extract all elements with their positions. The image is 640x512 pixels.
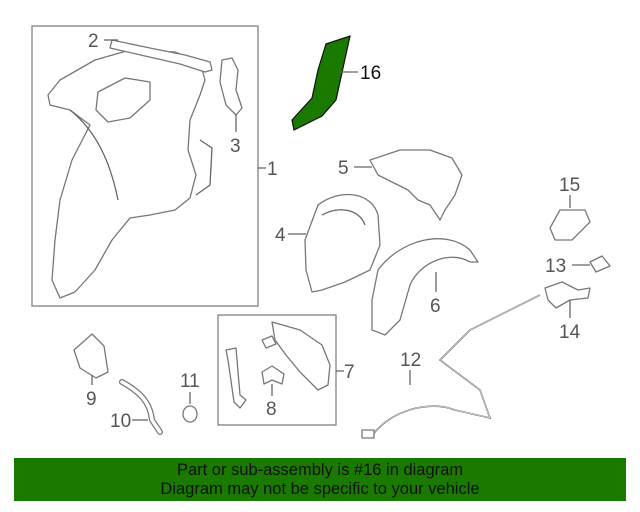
- drain-hose-part[interactable]: [119, 379, 163, 435]
- callout-15: 15: [559, 175, 580, 196]
- parts-diagram: 1 2 3 16 5 4 6 7 8: [31, 25, 611, 439]
- banner-line-2: Diagram may not be specific to your vehi…: [160, 480, 480, 498]
- callout-7: 7: [344, 362, 355, 383]
- actuator-part[interactable]: [549, 209, 591, 241]
- fuel-door-part[interactable]: [225, 321, 331, 409]
- clip-part-8[interactable]: [261, 365, 285, 385]
- callout-8: 8: [266, 399, 277, 420]
- callout-16: 16: [360, 63, 381, 84]
- roof-rail-part[interactable]: [109, 39, 213, 73]
- callout-5: 5: [338, 158, 349, 179]
- callout-4: 4: [275, 225, 286, 246]
- cable-bracket-part[interactable]: [544, 281, 591, 309]
- grommet-part[interactable]: [182, 405, 198, 423]
- callout-11: 11: [180, 371, 200, 392]
- inner-wheel-liner-part[interactable]: [304, 193, 381, 293]
- callout-3: 3: [230, 136, 241, 157]
- clip-part-13[interactable]: [589, 255, 611, 273]
- quarter-panel-group-box: [31, 25, 259, 307]
- callout-6: 6: [430, 296, 441, 317]
- release-cable-part[interactable]: [361, 294, 541, 439]
- callout-2: 2: [88, 31, 99, 52]
- callout-14: 14: [559, 322, 581, 343]
- outer-wheel-liner-part[interactable]: [371, 238, 479, 336]
- banner-line-1: Part or sub-assembly is #16 in diagram: [176, 461, 464, 479]
- upper-wheelhouse-part[interactable]: [369, 149, 463, 221]
- fuel-housing-part[interactable]: [73, 333, 109, 379]
- fuel-door-group-box: [217, 314, 337, 426]
- info-banner: Part or sub-assembly is #16 in diagram D…: [14, 458, 626, 501]
- callout-10: 10: [110, 411, 131, 432]
- pillar-bracket-part[interactable]: [219, 57, 243, 116]
- part-16-highlighted[interactable]: [291, 35, 351, 131]
- callout-13: 13: [545, 256, 566, 277]
- callout-1: 1: [267, 159, 278, 180]
- quarter-panel-part[interactable]: [47, 49, 213, 299]
- callout-12: 12: [400, 350, 421, 371]
- callout-9: 9: [86, 389, 97, 410]
